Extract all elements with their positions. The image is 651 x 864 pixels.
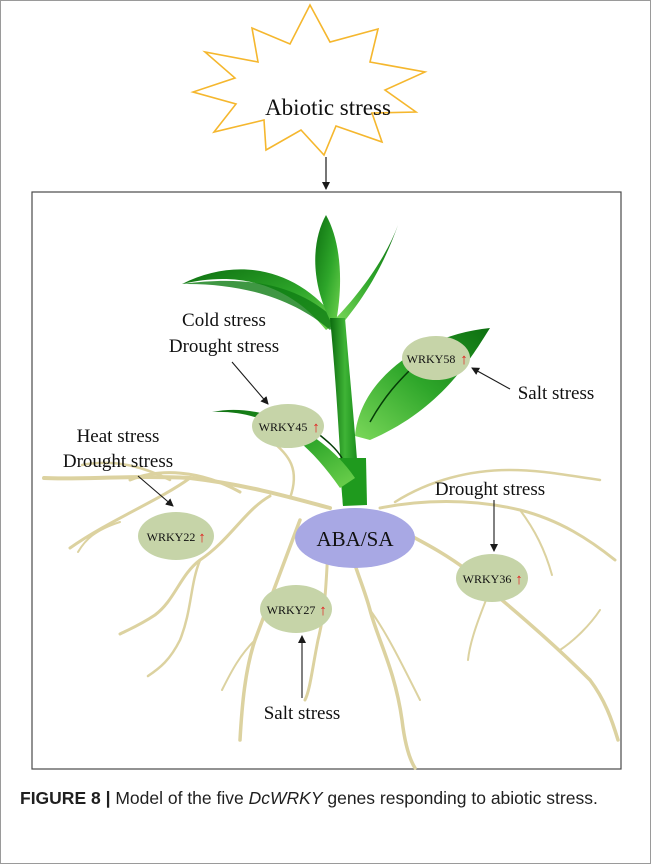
up-arrow-icon: ↑ [515, 572, 523, 588]
gene-wrky36: WRKY36 ↑ [456, 554, 528, 602]
drought-stress-root-right-label: Drought stress [435, 479, 545, 500]
gene-label: WRKY36 [463, 572, 512, 586]
salt-stress-leaf-label: Salt stress [518, 383, 595, 404]
up-arrow-icon: ↑ [319, 603, 327, 619]
gene-wrky22: WRKY22 ↑ [138, 512, 214, 560]
drought-stress-leaf-label: Drought stress [169, 336, 279, 357]
drought-stress-root-left-label: Drought stress [63, 451, 173, 472]
cold-stress-label: Cold stress [182, 310, 266, 331]
gene-label: WRKY22 [147, 530, 196, 544]
gene-label: WRKY58 [407, 352, 456, 366]
figure-number: FIGURE 8 | [20, 788, 110, 808]
up-arrow-icon: ↑ [312, 420, 320, 436]
caption-gene-family: DcWRKY [249, 788, 323, 808]
caption-text-after: genes responding to abiotic stress. [323, 788, 598, 808]
stress-response-diagram: Abiotic stress ABA [0, 0, 651, 780]
gene-wrky58: WRKY58 ↑ [402, 336, 470, 380]
aba-sa-label: ABA/SA [316, 527, 394, 551]
gene-label: WRKY45 [259, 420, 308, 434]
gene-wrky45: WRKY45 ↑ [252, 404, 324, 448]
heat-stress-label: Heat stress [77, 426, 160, 447]
gene-wrky27: WRKY27 ↑ [260, 585, 332, 633]
gene-label: WRKY27 [267, 603, 316, 617]
up-arrow-icon: ↑ [198, 530, 206, 546]
salt-stress-root-label: Salt stress [264, 703, 341, 724]
abiotic-stress-starburst [193, 5, 425, 155]
up-arrow-icon: ↑ [460, 352, 468, 368]
abiotic-stress-label: Abiotic stress [265, 95, 391, 120]
figure-caption: FIGURE 8 | Model of the five DcWRKY gene… [20, 786, 630, 811]
caption-text-before: Model of the five [110, 788, 248, 808]
